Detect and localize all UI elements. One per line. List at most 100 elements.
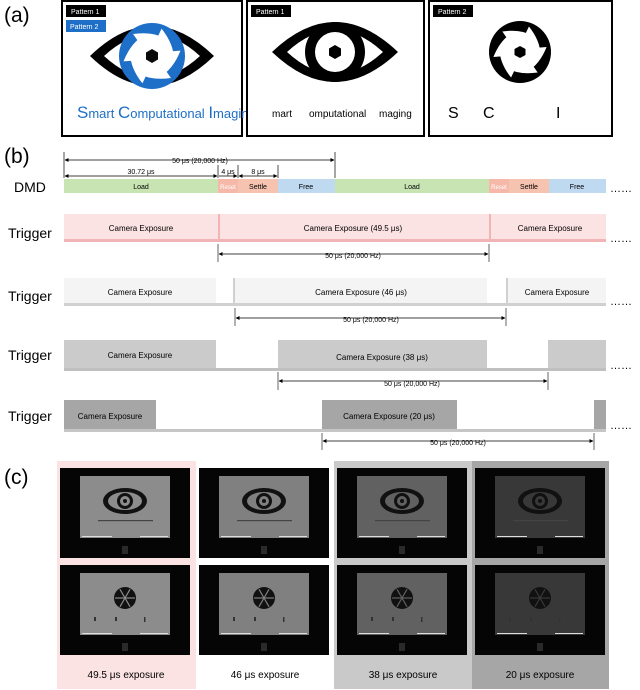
dmd-reset-2 <box>489 179 509 193</box>
reset-dim-label: 4 μs <box>221 169 235 176</box>
pattern1-tag <box>66 5 106 17</box>
pattern1-tag-2 <box>251 5 291 17</box>
dmd-free-2-label: Free <box>570 184 585 191</box>
t2-pulse-c <box>508 278 606 305</box>
t1-pulse-b <box>218 214 489 241</box>
pattern2-tag-3 <box>433 5 473 17</box>
pattern2-tag-text: Pattern 2 <box>70 24 99 31</box>
t2-edge-2 <box>506 278 508 306</box>
capture-photo <box>475 468 605 558</box>
dmd-settle-1 <box>238 179 278 193</box>
pattern2-tag-3-text: Pattern 2 <box>438 9 467 16</box>
middle-word-3: maging <box>379 109 412 120</box>
pattern2-tag <box>66 20 106 32</box>
aperture-icon-black <box>489 21 551 83</box>
t1-pulse-c <box>491 214 606 241</box>
panel-a-label: (a) <box>4 4 30 27</box>
t3-pulse-a <box>64 340 216 370</box>
dmd-free-2 <box>549 179 606 193</box>
dmd-free-1-label: Free <box>299 184 314 191</box>
trigger-3-track: Camera Exposure Camera Exposure (38 μs) <box>64 340 606 371</box>
exposure-label-1: 49.5 μs exposure <box>88 670 165 681</box>
load-dim-label: 30.72 μs <box>128 169 155 176</box>
exposure-label-3: 38 μs exposure <box>369 670 438 681</box>
trigger-1-label: Trigger <box>8 225 52 241</box>
t1-pulse-b-label: Camera Exposure (49.5 μs) <box>304 224 403 233</box>
t2-pulse-b <box>235 278 487 305</box>
panel-b-label: (b) <box>4 145 30 168</box>
aperture-blade <box>152 28 174 61</box>
t4-pulse-a <box>64 400 156 431</box>
middle-word-2: omputational <box>309 109 366 120</box>
dmd-load-1-label: Load <box>133 184 149 191</box>
trigger-2-label: Trigger <box>8 288 52 304</box>
t1-baseline <box>64 239 606 242</box>
t2-edge-1 <box>233 278 235 306</box>
photo-grid <box>60 468 605 655</box>
capture-photo <box>337 468 467 558</box>
middle-word-1: mart <box>272 109 292 120</box>
t1-period-label: 50 μs (20,000 Hz) <box>325 253 381 260</box>
trigger-4-ellipsis: …… <box>610 420 632 432</box>
t1-pulse-c-label: Camera Exposure <box>518 224 583 233</box>
dmd-load-2 <box>335 179 489 193</box>
dmd-settle-2-label: Settle <box>520 184 538 191</box>
t4-baseline <box>64 429 606 432</box>
capture-photo <box>199 565 329 655</box>
t4-period-label: 50 μs (20,000 Hz) <box>430 440 486 447</box>
dmd-ellipsis: …… <box>610 183 632 195</box>
letter-c: C <box>483 105 495 122</box>
t3-baseline <box>64 368 606 371</box>
dmd-settle-2 <box>509 179 549 193</box>
exposure-label-4: 20 μs exposure <box>506 670 575 681</box>
letter-s: S <box>448 105 459 122</box>
t4-pulse-a-label: Camera Exposure <box>78 412 143 421</box>
dmd-load-2-label: Load <box>404 184 420 191</box>
t2-baseline <box>64 303 606 306</box>
pattern1-tag-text: Pattern 1 <box>71 9 100 16</box>
t3-period-label: 50 μs (20,000 Hz) <box>384 381 440 388</box>
capture-photo <box>60 468 190 558</box>
exposure-label-2: 46 μs exposure <box>231 670 300 681</box>
settle-dim-label: 8 μs <box>251 169 265 176</box>
dmd-reset-1-label: Reset <box>220 185 236 191</box>
trigger-1-track: Camera Exposure Camera Exposure (49.5 μs… <box>64 214 606 242</box>
t3-pulse-c <box>548 340 606 370</box>
dmd-reset-1 <box>218 179 238 193</box>
letter-i: I <box>556 105 560 122</box>
t2-pulse-a-label: Camera Exposure <box>108 288 173 297</box>
t3-pulse-a-label: Camera Exposure <box>108 351 173 360</box>
dmd-settle-1-label: Settle <box>249 184 267 191</box>
dmd-timeline: Load Reset Settle Free Load Reset Settle… <box>64 179 606 193</box>
t2-pulse-c-label: Camera Exposure <box>525 288 590 297</box>
t2-pulse-b-label: Camera Exposure (46 μs) <box>315 288 407 297</box>
trigger-2-ellipsis: …… <box>610 296 632 308</box>
dmd-label: DMD <box>14 179 46 195</box>
t3-pulse-b <box>278 340 487 370</box>
t4-pulse-b-label: Camera Exposure (20 μs) <box>343 412 435 421</box>
dmd-free-1 <box>278 179 335 193</box>
t4-pulse-b <box>322 400 457 431</box>
t1-pulse-a-label: Camera Exposure <box>109 224 174 233</box>
trigger-2-track: Camera Exposure Camera Exposure (46 μs) … <box>64 278 606 306</box>
t1-edge-2 <box>489 214 491 242</box>
pupil-2 <box>329 45 341 59</box>
t3-pulse-b-label: Camera Exposure (38 μs) <box>336 353 428 362</box>
trigger-4-label: Trigger <box>8 408 52 424</box>
dmd-load-1 <box>64 179 218 193</box>
brand-text: Smart Computational Imaging <box>77 103 256 122</box>
t1-edge-1 <box>218 214 220 242</box>
trigger-3-label: Trigger <box>8 347 52 363</box>
t1-pulse-a <box>64 214 218 241</box>
capture-photo <box>337 565 467 655</box>
capture-photo <box>60 565 190 655</box>
pattern1-tag-2-text: Pattern 1 <box>256 9 285 16</box>
aperture-blade <box>520 26 541 56</box>
t4-pulse-c <box>594 400 606 431</box>
capture-photo <box>475 565 605 655</box>
aperture-icon-blue <box>119 23 185 89</box>
panel-c-label: (c) <box>4 466 29 489</box>
t2-period-label: 50 μs (20,000 Hz) <box>343 317 399 324</box>
period-top-label: 50 μs (20,000 Hz) <box>172 158 228 165</box>
